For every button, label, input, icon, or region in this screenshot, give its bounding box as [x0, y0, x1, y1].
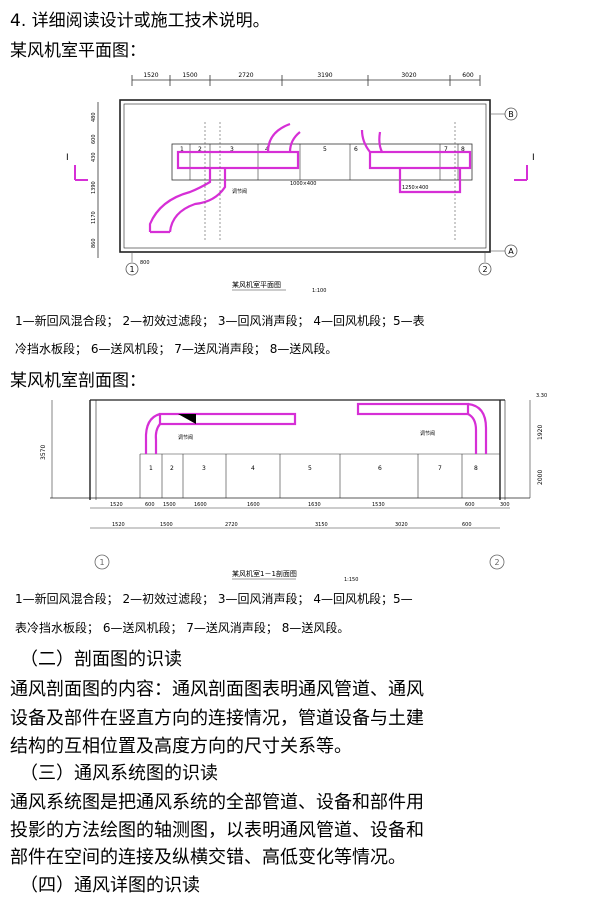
plan-left-dim-3: 430: [91, 152, 97, 162]
plan-seg-2: 2: [198, 146, 202, 153]
plan-seg-1: 1: [180, 146, 184, 153]
section-damper-label-2: 调节阀: [420, 430, 435, 437]
plan-dim-3: 2720: [238, 72, 253, 79]
plan-dim-6: 600: [462, 72, 474, 79]
section-dim-top-8: 600: [465, 502, 475, 508]
section-seg-4: 4: [251, 465, 255, 472]
plan-left-dim-2: 600: [91, 134, 97, 144]
plan-dim-1: 1520: [143, 72, 158, 79]
section-dim-bottom-6: 600: [462, 522, 472, 528]
plan-seg-3: 3: [230, 146, 234, 153]
axis-a-label: A: [508, 247, 514, 256]
section-seg-6: 6: [378, 465, 382, 472]
axis-b-label: B: [508, 110, 514, 119]
section-dim-bottom-4: 3150: [315, 522, 328, 528]
section-dim-bottom-1: 1520: [112, 522, 125, 528]
axis-2-label: 2: [482, 265, 487, 274]
section-seg-3: 3: [202, 465, 206, 472]
paragraph-section-1: 通风剖面图的内容：通风剖面图表明通风管道、通风: [10, 679, 424, 700]
duct-size-2: 1250×400: [402, 185, 428, 191]
section-dim-top-2: 600: [145, 502, 155, 508]
axis-1-label: 1: [129, 265, 134, 274]
section-level: 3.30: [536, 393, 547, 399]
plan-seg-7: 7: [444, 146, 448, 153]
plan-seg-6: 6: [354, 146, 358, 153]
section-seg-2: 2: [170, 465, 174, 472]
section-mark-left: I: [66, 153, 69, 163]
section-seg-8: 8: [474, 465, 478, 472]
section-legend-line-1: 1—新回风混合段； 2—初效过滤段； 3—回风消声段； 4—回风机段；5—: [15, 592, 413, 606]
plan-dim-4: 3190: [317, 72, 332, 79]
section-seg-7: 7: [438, 465, 442, 472]
plan-left-dim-6: 860: [91, 238, 97, 248]
section-dim-bottom-2: 1500: [160, 522, 173, 528]
paragraph-system-1: 通风系统图是把通风系统的全部管道、设备和部件用: [10, 792, 424, 813]
paragraph-section-3: 结构的互相位置及高度方向的尺寸关系等。: [10, 736, 352, 757]
section-dim-bottom-3: 2720: [225, 522, 238, 528]
paragraph-system-3: 部件在空间的连接及纵横交错、高低变化等情况。: [10, 847, 406, 868]
plan-scale: 1:100: [312, 288, 326, 294]
plan-title: 某风机室平面图：: [10, 41, 146, 61]
section-axis-1: 1: [99, 558, 104, 567]
damper-label: 调节阀: [232, 188, 247, 195]
plan-caption: 某风机室平面图: [232, 280, 281, 289]
floor-plan-drawing: 1520 1500 2720 3190 3020 600 480 600 430…: [66, 72, 535, 294]
section-seg-1: 1: [149, 465, 153, 472]
plan-left-dim-1: 480: [91, 112, 97, 122]
section-dim-top-9: 300: [500, 502, 510, 508]
section-dim-bottom-5: 3020: [395, 522, 408, 528]
section-caption: 某风机室1－1剖面图: [232, 569, 297, 578]
plan-left-dim-4: 1390: [91, 181, 97, 194]
plan-dim-5: 3020: [401, 72, 416, 79]
section-dim-top-4: 1600: [194, 502, 207, 508]
section-dim-top-6: 1630: [308, 502, 321, 508]
section-damper-label: 调节阀: [178, 434, 193, 441]
section-legend-line-2: 表冷挡水板段； 6—送风机段； 7—送风消声段； 8—送风段。: [15, 621, 350, 635]
duct-size-1: 1000×400: [290, 181, 316, 187]
plan-seg-8: 8: [461, 146, 465, 153]
section-dim-top-7: 1530: [372, 502, 385, 508]
section-height-upper: 1920: [537, 425, 544, 440]
section-seg-5: 5: [308, 465, 312, 472]
plan-seg-5: 5: [323, 146, 327, 153]
section-mark-right: I: [532, 153, 535, 163]
section-heading: 4. 详细阅读设计或施工技术说明。: [10, 11, 270, 31]
plan-bottom-dim: 800: [140, 260, 150, 266]
heading-detail-reading: （四）通风详图的识读: [20, 875, 200, 896]
paragraph-section-2: 设备及部件在竖直方向的连接情况，管道设备与土建: [10, 708, 424, 729]
plan-legend-line-1: 1—新回风混合段； 2—初效过滤段； 3—回风消声段； 4—回风机段；5—表: [15, 314, 425, 328]
section-title: 某风机室剖面图：: [10, 371, 146, 391]
heading-section-reading: （二）剖面图的识读: [20, 649, 182, 670]
plan-dim-2: 1500: [182, 72, 197, 79]
section-height-total: 3570: [40, 445, 47, 460]
section-height-lower: 2000: [537, 470, 544, 485]
section-axis-2: 2: [494, 558, 499, 567]
section-dim-top-5: 1600: [247, 502, 260, 508]
paragraph-system-2: 投影的方法绘图的轴测图，以表明通风管道、设备和: [10, 820, 424, 841]
section-scale: 1:150: [344, 577, 358, 583]
plan-legend-line-2: 冷挡水板段； 6—送风机段； 7—送风消声段； 8—送风段。: [15, 342, 338, 356]
plan-left-dim-5: 1170: [91, 211, 97, 224]
section-dim-top-1: 1520: [110, 502, 123, 508]
heading-system-reading: （三）通风系统图的识读: [20, 763, 218, 784]
section-drawing: 3570 1920 2000 3.30 1 2 3 4 5 6 7 8 调节阀 …: [40, 393, 547, 583]
section-dim-top-3: 1500: [163, 502, 176, 508]
